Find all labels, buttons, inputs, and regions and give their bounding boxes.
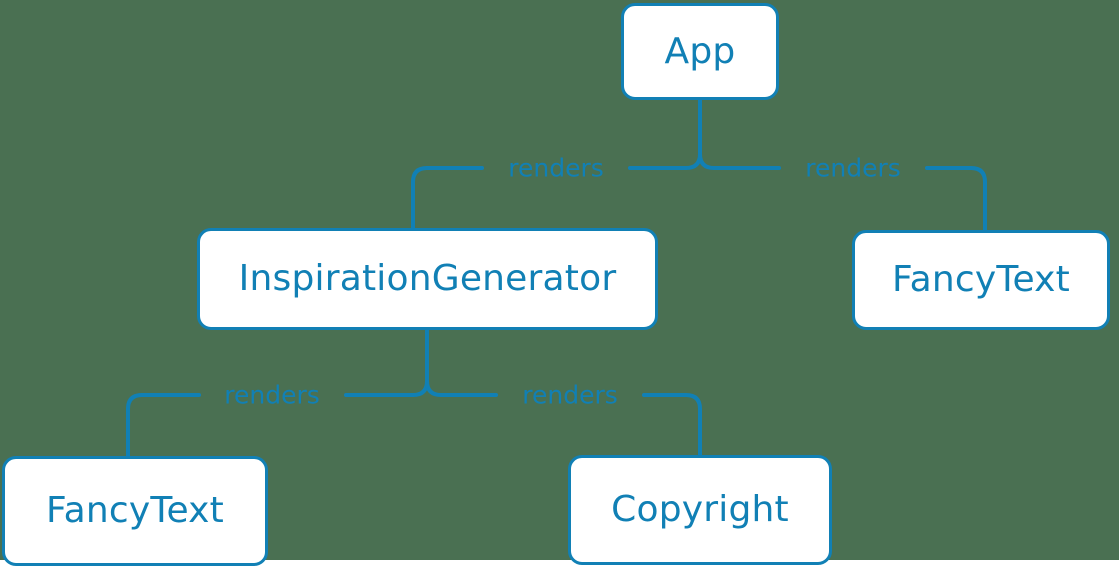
edge-label-app-to-inspiration-generator: renders (508, 153, 604, 183)
edge-label-inspiration-generator-to-fancy-text-bottom: renders (224, 380, 320, 410)
edge-label-app-to-fancy-text-right: renders (805, 153, 901, 183)
node-app[interactable]: App (621, 3, 779, 100)
node-fancy-text-right-label: FancyText (892, 259, 1070, 300)
edge-app-to-fancy-text-right (698, 152, 987, 232)
node-app-label: App (664, 30, 736, 72)
node-inspiration-generator[interactable]: InspirationGenerator (197, 228, 658, 330)
node-fancy-text-bottom[interactable]: FancyText (2, 456, 268, 566)
node-copyright[interactable]: Copyright (568, 455, 832, 565)
node-fancy-text-right[interactable]: FancyText (852, 230, 1110, 330)
node-inspiration-generator-label: InspirationGenerator (238, 258, 617, 299)
edge-inspiration-generator-to-copyright (425, 379, 702, 457)
node-copyright-label: Copyright (611, 489, 789, 530)
edge-label-inspiration-generator-to-copyright: renders (522, 380, 618, 410)
node-fancy-text-bottom-label: FancyText (46, 490, 224, 531)
